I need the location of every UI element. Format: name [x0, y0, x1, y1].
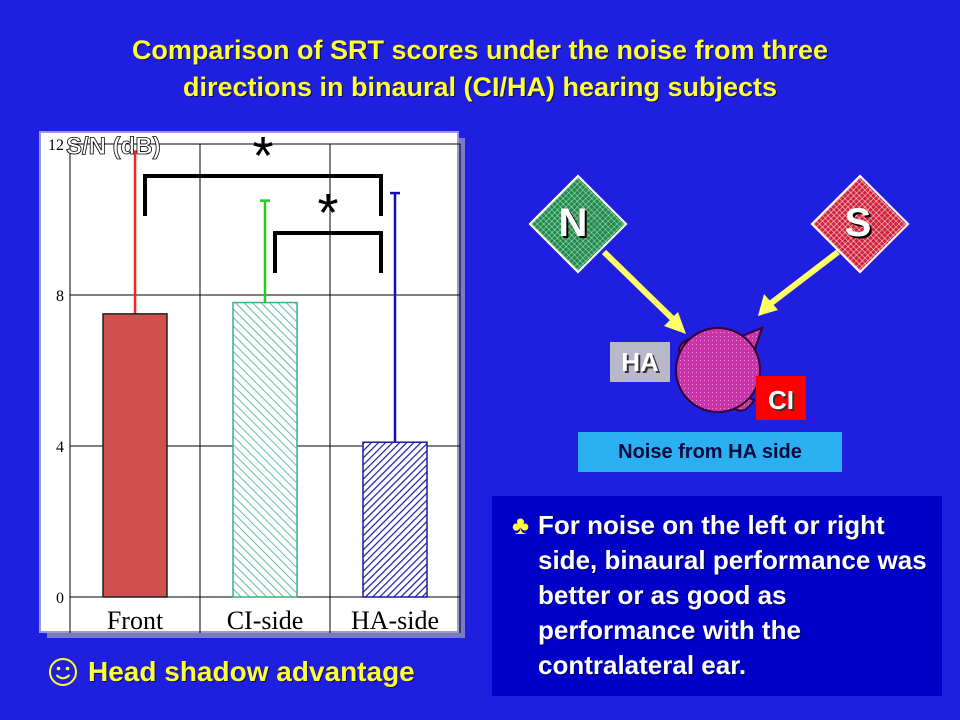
note-text: For noise on the left or right side, bin…: [538, 510, 927, 680]
y-tick-label: 8: [56, 288, 64, 305]
note-box: ♣ For noise on the left or right side, b…: [492, 496, 942, 696]
club-bullet-icon: ♣: [512, 510, 530, 540]
arrow-n-head: [664, 312, 686, 334]
bar-ha-side: [362, 441, 428, 598]
ci-tag: CI: [756, 376, 806, 420]
ha-tag: HA: [610, 342, 670, 382]
x-category-label: CI-side: [227, 606, 304, 635]
bars: [102, 150, 428, 598]
arrow-s-line: [768, 249, 840, 307]
y-tick-label: 0: [56, 590, 64, 607]
slide-title: Comparison of SRT scores under the noise…: [40, 32, 920, 106]
advantage-text: Head shadow advantage: [88, 656, 415, 687]
head-icon: [675, 326, 764, 413]
x-categories: Front CI-side HA-side: [107, 606, 439, 635]
y-ticks: 0 4 8 12: [48, 137, 64, 607]
x-category-label: Front: [107, 606, 164, 635]
speech-source-label: S: [844, 201, 872, 245]
smiley-icon: [49, 658, 77, 686]
y-tick-label: 4: [56, 439, 64, 456]
significance-brackets: **: [143, 126, 383, 273]
title-line-2: directions in binaural (CI/HA) hearing s…: [182, 72, 778, 102]
significance-bracket: [143, 174, 383, 216]
significance-star: *: [317, 183, 338, 243]
arrow-s-head: [758, 294, 778, 316]
noise-caption: Noise from HA side: [578, 432, 842, 472]
head-shadow-advantage: Head shadow advantage: [48, 656, 415, 688]
y-axis-label: S/N (dB): [66, 133, 161, 160]
significance-star: *: [252, 126, 273, 186]
bar-front: [102, 313, 168, 598]
significance-bracket: [273, 231, 383, 273]
x-category-label: HA-side: [351, 606, 439, 635]
title-line-1: Comparison of SRT scores under the noise…: [131, 35, 829, 65]
noise-source-label: N: [558, 201, 588, 245]
bar-ci-side: [232, 301, 298, 598]
arrow-n-line: [601, 249, 679, 325]
y-tick-label: 12: [48, 137, 64, 154]
